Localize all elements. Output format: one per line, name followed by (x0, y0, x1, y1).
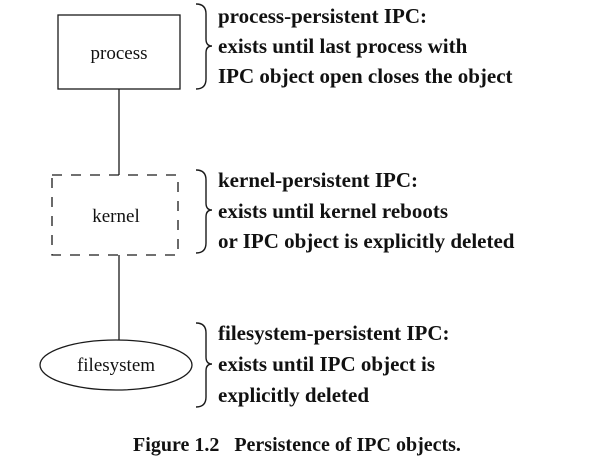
process-note-line-3: IPC object open closes the object (218, 64, 513, 88)
filesystem-brace (195, 322, 213, 408)
filesystem-ellipse (39, 339, 193, 391)
kernel-brace (195, 169, 213, 254)
process-brace (195, 3, 213, 90)
filesystem-label: filesystem (77, 355, 155, 376)
kernel-note: kernel-persistent IPC: exists until kern… (218, 168, 515, 253)
filesystem-note-line-1: filesystem-persistent IPC: (218, 321, 450, 345)
kernel-note-line-1: kernel-persistent IPC: (218, 168, 418, 192)
filesystem-note-line-3: explicitly deleted (218, 383, 369, 407)
process-note-line-2: exists until last process with (218, 34, 468, 58)
kernel-node: kernel (51, 174, 179, 256)
process-note-line-1: process-persistent IPC: (218, 4, 427, 28)
process-box (57, 14, 181, 90)
process-note: process-persistent IPC: exists until las… (218, 4, 513, 88)
filesystem-node: filesystem (39, 339, 193, 391)
kernel-note-line-3: or IPC object is explicitly deleted (218, 229, 515, 253)
figure-caption: Figure 1.2 Persistence of IPC objects. (133, 434, 461, 456)
kernel-label: kernel (92, 206, 139, 227)
filesystem-note: filesystem-persistent IPC: exists until … (218, 321, 450, 407)
kernel-box (51, 174, 179, 256)
kernel-note-line-2: exists until kernel reboots (218, 199, 448, 223)
filesystem-note-line-2: exists until IPC object is (218, 352, 435, 376)
process-label: process (91, 43, 148, 64)
process-node: process (57, 14, 181, 90)
